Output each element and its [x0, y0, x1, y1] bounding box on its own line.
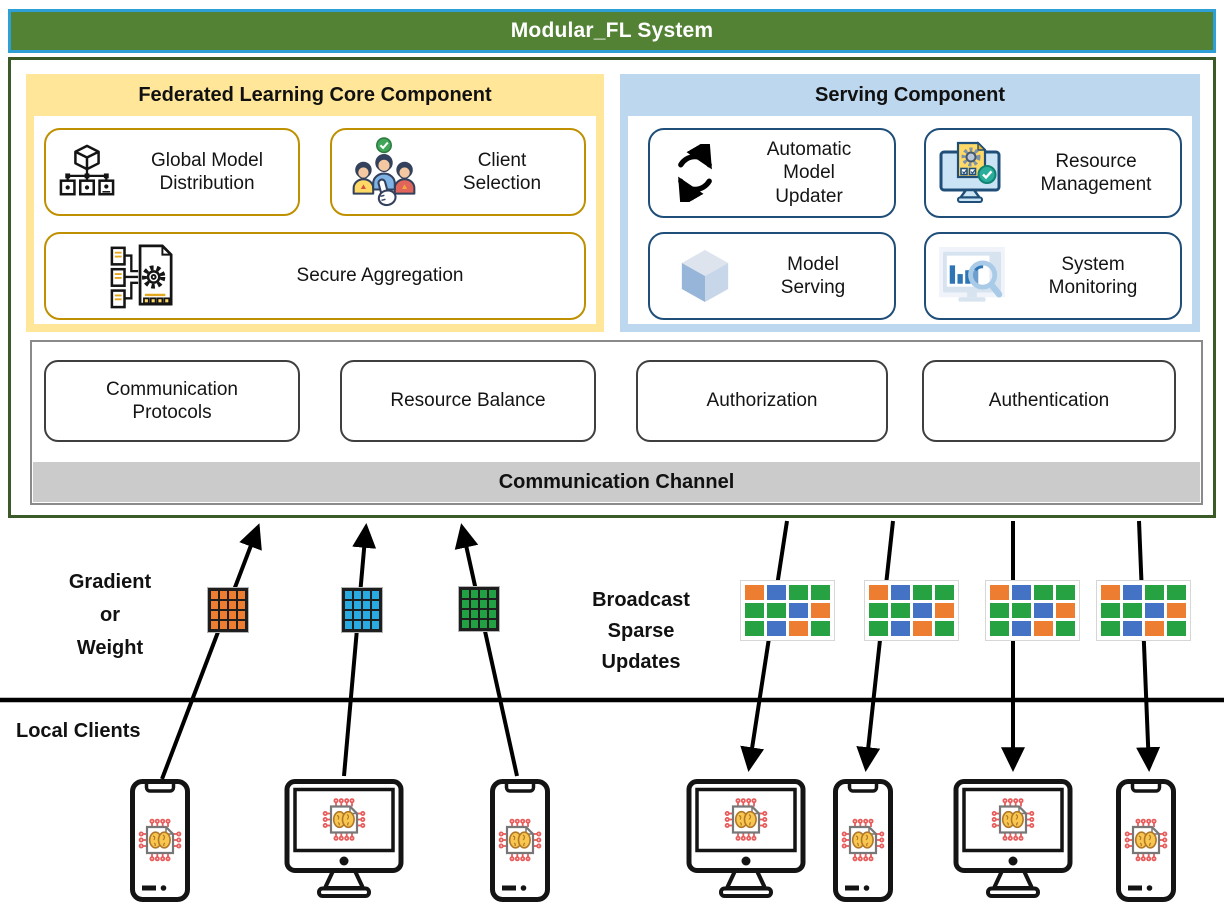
module-label: Model Serving	[780, 253, 846, 298]
module-label: Authorization	[706, 390, 818, 412]
upload-arrow-1	[160, 523, 262, 780]
module-label: Resource Balance	[390, 390, 546, 412]
client-device-phone	[129, 778, 191, 904]
local-clients-label: Local Clients	[16, 720, 141, 742]
sparse-update-grid	[740, 580, 835, 641]
brain-chip-icon	[991, 798, 1035, 841]
module-authorization: Authorization	[636, 360, 888, 442]
brain-chip-icon	[841, 818, 885, 862]
module-secure-aggregation: Secure Aggregation	[44, 232, 586, 320]
sparse-update-grid	[864, 580, 959, 641]
smartphone-icon	[130, 779, 190, 902]
module-label: Authentication	[988, 390, 1110, 412]
sync-arrows-icon	[666, 144, 724, 202]
client-device-monitor	[950, 778, 1076, 904]
desktop-monitor-icon	[953, 779, 1073, 898]
client-device-monitor	[281, 778, 407, 904]
channel-label: Communication Channel	[498, 470, 735, 493]
serving-title: Serving Component	[814, 84, 1005, 106]
document-gear-icon	[108, 242, 176, 310]
module-communication-protocols: Communication Protocols	[44, 360, 300, 442]
client-device-phone	[1115, 778, 1177, 904]
smartphone-icon	[1116, 779, 1176, 902]
fl-core-title: Federated Learning Core Component	[138, 84, 492, 106]
smartphone-icon	[833, 779, 893, 902]
upload-arrow-2	[342, 523, 377, 777]
cube-3d-icon	[678, 246, 732, 306]
brain-chip-icon	[498, 818, 542, 862]
green-weight-grid	[458, 586, 500, 632]
module-label: Client Selection	[462, 149, 542, 194]
module-label: Automatic Model Updater	[766, 139, 852, 207]
module-global-model-distribution: Global Model Distribution	[44, 128, 300, 216]
module-client-selection: Client Selection	[330, 128, 586, 216]
chart-magnifier-icon	[938, 246, 1006, 306]
blue-weight-grid	[341, 587, 383, 633]
download-arrow-2	[856, 520, 895, 772]
module-label: System Monitoring	[1048, 253, 1138, 298]
module-resource-management: Resource Management	[924, 128, 1182, 218]
orange-weight-grid	[207, 587, 249, 633]
sparse-update-grid	[985, 580, 1080, 641]
cube-tree-icon	[58, 144, 116, 200]
module-label: Resource Management	[1040, 150, 1152, 195]
client-device-monitor	[683, 778, 809, 904]
sparse-update-grid	[1096, 580, 1191, 641]
monitor-gear-check-icon	[938, 140, 1012, 206]
module-label: Global Model Distribution	[151, 149, 263, 194]
module-model-serving: Model Serving	[648, 232, 896, 320]
system-header: Modular_FL System	[8, 9, 1216, 53]
brain-chip-icon	[322, 798, 366, 841]
download-arrow-4	[1136, 520, 1161, 772]
brain-chip-icon	[724, 798, 768, 841]
brain-chip-icon	[1124, 818, 1168, 862]
brain-chip-icon	[138, 818, 182, 862]
upload-arrow-3	[454, 523, 519, 777]
desktop-monitor-icon	[686, 779, 806, 898]
module-label: Communication Protocols	[106, 378, 238, 423]
module-resource-balance: Resource Balance	[340, 360, 596, 442]
client-device-phone	[489, 778, 551, 904]
people-check-icon	[348, 136, 420, 208]
download-arrow-1	[740, 520, 789, 772]
module-automatic-model-updater: Automatic Model Updater	[648, 128, 896, 218]
desktop-monitor-icon	[284, 779, 404, 898]
communication-channel-bar: Communication Channel	[33, 462, 1200, 502]
module-authentication: Authentication	[922, 360, 1176, 442]
smartphone-icon	[490, 779, 550, 902]
gradient-or-weight-label: Gradient or Weight	[68, 571, 152, 659]
broadcast-sparse-updates-label: Broadcast Sparse Updates	[592, 589, 690, 673]
module-label: Secure Aggregation	[296, 265, 464, 287]
system-title: Modular_FL System	[510, 19, 714, 42]
module-system-monitoring: System Monitoring	[924, 232, 1182, 320]
client-device-phone	[832, 778, 894, 904]
